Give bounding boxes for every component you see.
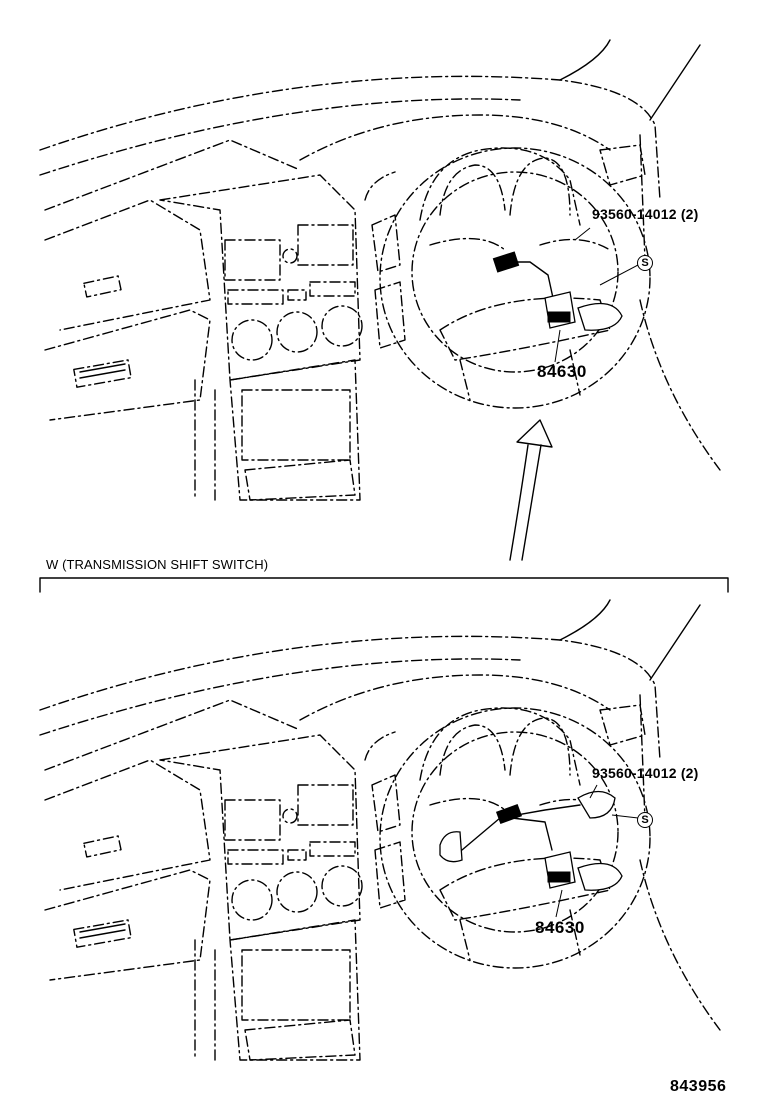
lower-connector	[495, 803, 523, 825]
upper-switch-part-number: 84630	[537, 362, 587, 381]
lower-harness-top	[461, 804, 581, 851]
lower-upper-switch	[577, 790, 616, 819]
illustration-code: 843956	[670, 1078, 727, 1095]
upper-arrow-head	[516, 419, 553, 448]
lower-s-symbol: S	[637, 812, 653, 828]
upper-connector	[492, 251, 520, 273]
upper-switch-base	[547, 311, 571, 323]
lower-switch-base	[547, 871, 571, 883]
lower-left-switch	[439, 831, 463, 863]
lower-switch-part-number: 84630	[535, 918, 585, 937]
upper-dashboard-view	[39, 39, 721, 561]
lower-leader-screw	[589, 784, 598, 799]
lower-screw-part-number: 93560-14012 (2)	[592, 765, 699, 781]
upper-s-symbol: S	[637, 255, 653, 271]
section-title: W (TRANSMISSION SHIFT SWITCH)	[46, 557, 269, 572]
upper-switch-button	[577, 302, 623, 331]
lower-shift-switch	[544, 851, 576, 889]
upper-screw-part-number: 93560-14012 (2)	[592, 206, 699, 222]
lower-harness-drop	[511, 817, 553, 851]
lower-leader-symbol	[611, 814, 639, 819]
lower-switch-button	[577, 862, 623, 891]
section-bracket	[39, 577, 729, 593]
upper-arrow-shaft-b	[521, 444, 542, 561]
upper-leader-symbol	[599, 264, 639, 286]
lower-leader-84630	[555, 889, 563, 918]
upper-leader-screw	[574, 227, 591, 241]
upper-leader-84630	[554, 329, 561, 363]
upper-shift-switch	[544, 291, 576, 329]
upper-arrow-shaft-a	[509, 444, 529, 561]
lower-dashboard-view	[39, 599, 721, 1061]
